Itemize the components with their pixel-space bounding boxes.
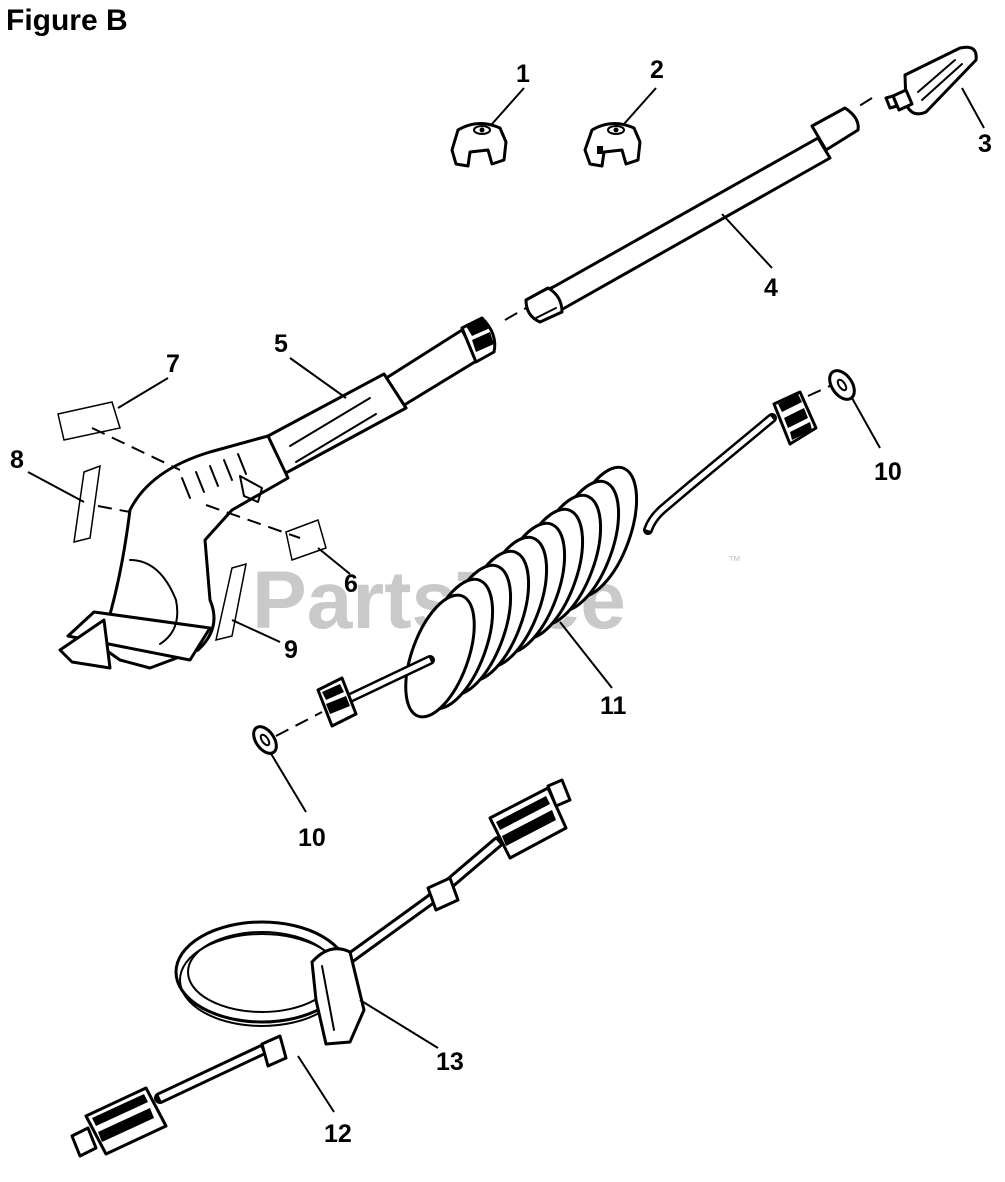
part-11-coil-hose[interactable] [316, 390, 818, 728]
part-4-wand[interactable] [524, 106, 860, 324]
callout-12[interactable]: 12 [324, 1120, 352, 1148]
callout-7[interactable]: 7 [166, 350, 180, 378]
part-6-decal[interactable] [285, 519, 327, 561]
leader-6 [317, 547, 351, 575]
leader-4 [721, 213, 773, 269]
callout-3[interactable]: 3 [978, 130, 992, 158]
watermark-trademark: ™ [728, 553, 741, 568]
part-7-decal[interactable] [57, 401, 121, 441]
part-10-washer-lower[interactable] [249, 723, 281, 758]
callout-4[interactable]: 4 [764, 274, 778, 302]
leader-2 [623, 87, 657, 125]
leader-10-upper [851, 397, 881, 449]
leader-10-lower [269, 751, 307, 813]
figure-title: Figure B [6, 4, 128, 37]
leader-13 [359, 999, 439, 1049]
callout-6[interactable]: 6 [344, 570, 358, 598]
callout-9[interactable]: 9 [284, 636, 298, 664]
part-13-hose-strap[interactable] [310, 947, 366, 1046]
assembly-lines [91, 97, 873, 737]
callouts: 1 2 3 4 5 6 7 8 9 10 10 11 12 13 [10, 56, 992, 1148]
leader-3 [961, 87, 985, 129]
part-12-pressure-hose[interactable] [70, 778, 572, 1158]
callout-8[interactable]: 8 [10, 446, 24, 474]
callout-2[interactable]: 2 [650, 56, 664, 84]
callout-10-upper[interactable]: 10 [874, 458, 902, 486]
leader-12 [297, 1055, 335, 1113]
leader-lines [27, 87, 985, 1113]
part-9-decal[interactable] [215, 562, 247, 642]
leader-9 [231, 619, 281, 643]
leader-5 [289, 357, 347, 399]
callout-13[interactable]: 13 [436, 1048, 464, 1076]
leader-1 [491, 87, 525, 125]
leader-7 [117, 377, 169, 409]
part-10-washer-upper[interactable] [825, 366, 860, 404]
callout-5[interactable]: 5 [274, 330, 288, 358]
leader-11 [559, 621, 613, 689]
part-5-spray-gun[interactable] [58, 316, 497, 670]
leader-8 [27, 471, 85, 503]
part-8-decal[interactable] [73, 464, 101, 543]
callout-1[interactable]: 1 [516, 60, 530, 88]
callout-10-lower[interactable]: 10 [298, 824, 326, 852]
part-3-nozzle[interactable] [884, 45, 978, 116]
callout-11[interactable]: 11 [600, 692, 627, 720]
part-2-nozzle-tip[interactable] [583, 122, 642, 168]
part-1-nozzle-tip[interactable] [450, 122, 508, 168]
